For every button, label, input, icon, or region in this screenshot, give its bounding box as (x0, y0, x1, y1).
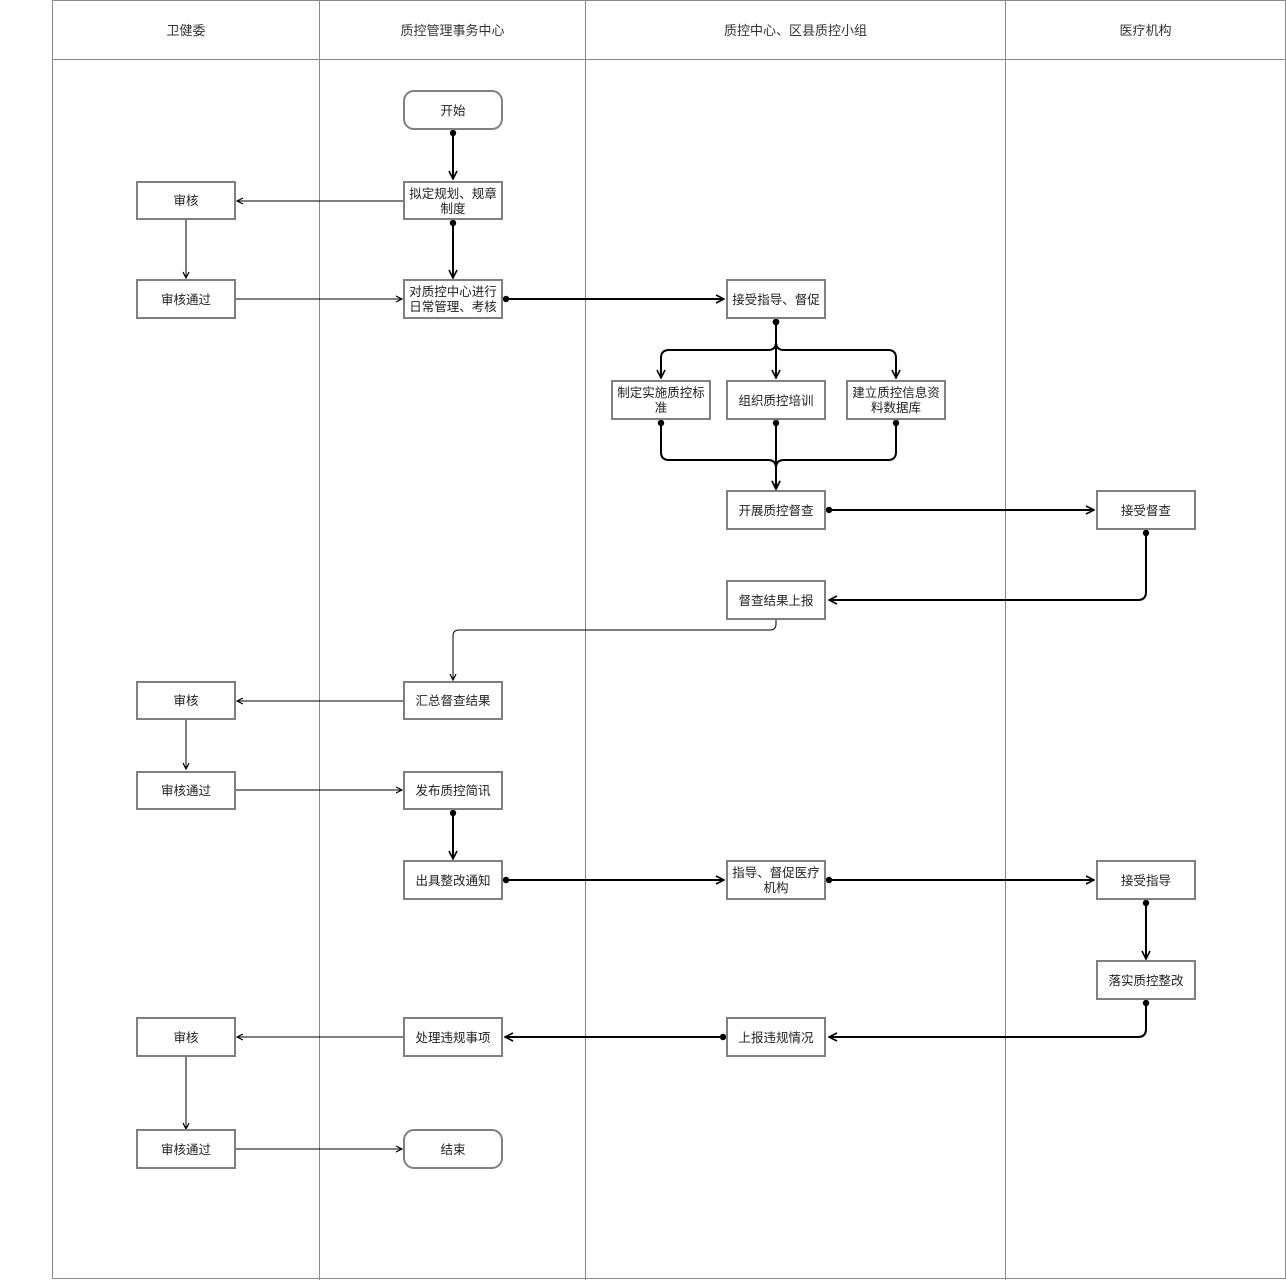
draft-plan-node: 拟定规划、规章制度 (403, 181, 503, 220)
daily-manage-node: 对质控中心进行日常管理、考核 (403, 279, 503, 319)
edge-std-to-inspect (661, 423, 776, 489)
implement-rectification-node: 落实质控整改 (1096, 960, 1196, 1000)
accept-inspection-node: 接受督查 (1096, 490, 1196, 530)
guide-institutions-node: 指导、督促医疗机构 (726, 860, 826, 900)
approve-node-3: 审核通过 (136, 1129, 236, 1169)
end-node: 结束 (403, 1129, 503, 1169)
edge-db-to-inspect (776, 423, 896, 489)
review-node-3: 审核 (136, 1017, 236, 1057)
edge-rectify-to-report-violation (829, 1003, 1146, 1037)
summarize-results-node: 汇总督查结果 (403, 681, 503, 720)
lane-header-org: 医疗机构 (1119, 23, 1172, 39)
review-node-1: 审核 (136, 181, 236, 220)
handle-violations-node: 处理违规事项 (403, 1017, 503, 1057)
start-node: 开始 (403, 90, 503, 130)
edge-accept-to-report (829, 533, 1146, 600)
approve-node-2: 审核通过 (136, 771, 236, 810)
edge-guide-to-db (776, 322, 896, 378)
accept-guidance-node: 接受指导 (1096, 860, 1196, 900)
publish-bulletin-node: 发布质控简讯 (403, 771, 503, 810)
review-node-2: 审核 (136, 681, 236, 720)
lane-header-center: 质控管理事务中心 (400, 23, 505, 39)
lane-header-group: 质控中心、区县质控小组 (723, 23, 867, 39)
edge-guide-to-std (661, 322, 776, 378)
rectification-notice-node: 出具整改通知 (403, 860, 503, 900)
build-database-node: 建立质控信息资料数据库 (846, 380, 946, 420)
report-violations-node: 上报违规情况 (726, 1017, 826, 1057)
approve-node-1: 审核通过 (136, 279, 236, 319)
lane-header-wjw: 卫健委 (166, 23, 206, 39)
report-results-node: 督查结果上报 (726, 580, 826, 620)
set-standard-node: 制定实施质控标准 (611, 380, 711, 420)
lane-frame (52, 0, 1286, 1279)
carry-out-inspection-node: 开展质控督查 (726, 490, 826, 530)
organize-training-node: 组织质控培训 (726, 380, 826, 420)
accept-guidance-supervise-node: 接受指导、督促 (726, 279, 826, 319)
edge-report-to-summary (453, 620, 777, 680)
